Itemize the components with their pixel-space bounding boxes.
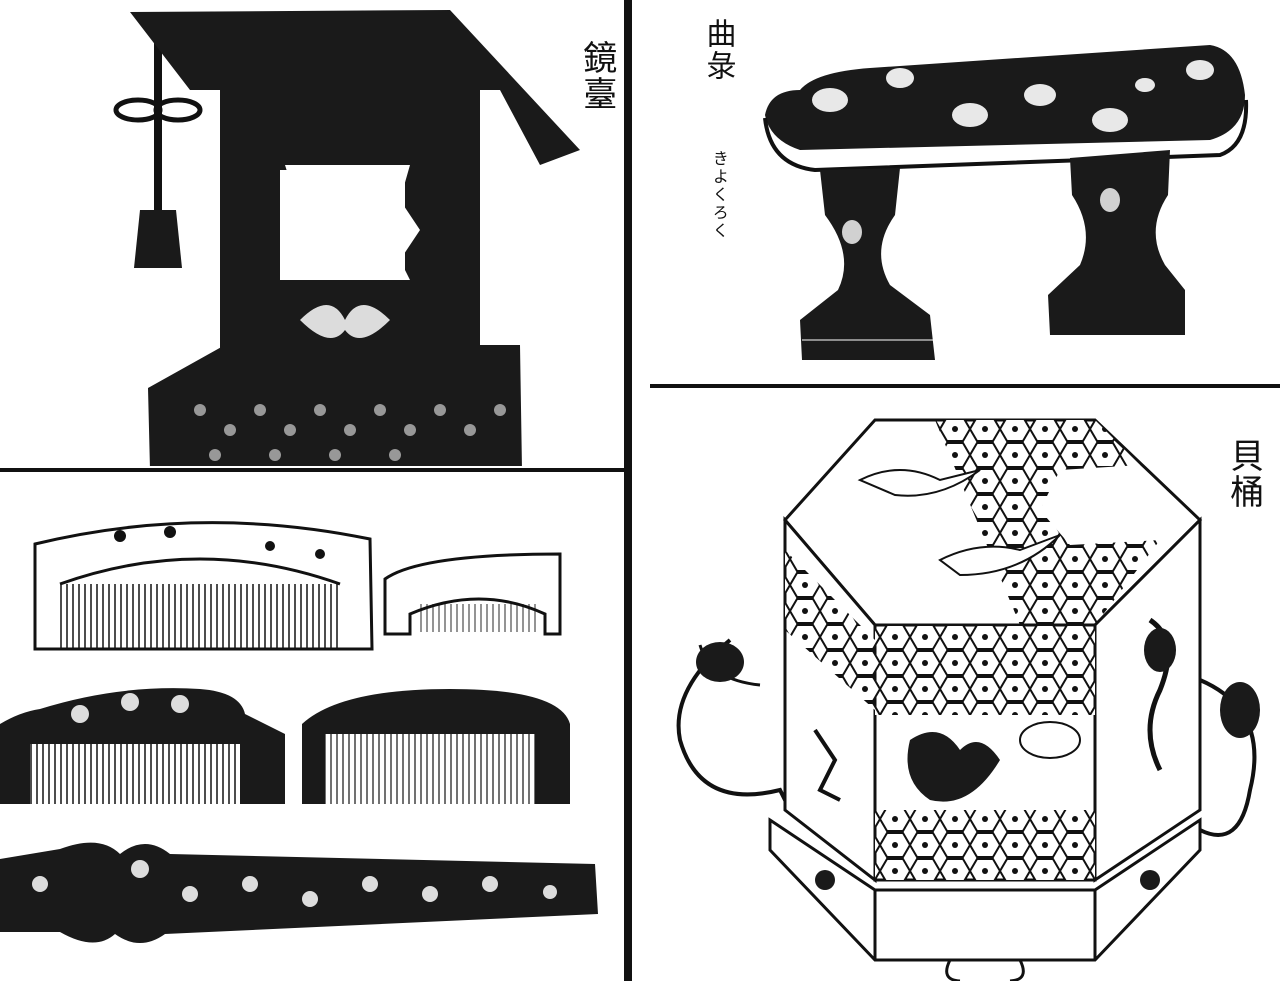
left-horizontal-divider (0, 468, 624, 472)
right-horizontal-divider (650, 384, 1280, 388)
bench-reading: きよくろく (709, 150, 729, 240)
shell-box-label: 貝桶 (1223, 438, 1264, 510)
shell-box-panel: 貝桶 (640, 390, 1280, 981)
bench-label: 曲彔 (700, 18, 736, 82)
combs-panel (0, 474, 620, 981)
bench-illustration (763, 45, 1249, 360)
shell-box-illustration (676, 418, 1260, 981)
mirror-stand-panel: 鏡臺 (0, 0, 620, 466)
bench-panel: 曲彔 きよくろく (640, 0, 1280, 382)
mirror-stand-illustration (113, 10, 580, 466)
combs-illustration (0, 521, 598, 943)
center-vertical-divider (624, 0, 632, 981)
mirror-stand-label: 鏡臺 (576, 40, 617, 112)
